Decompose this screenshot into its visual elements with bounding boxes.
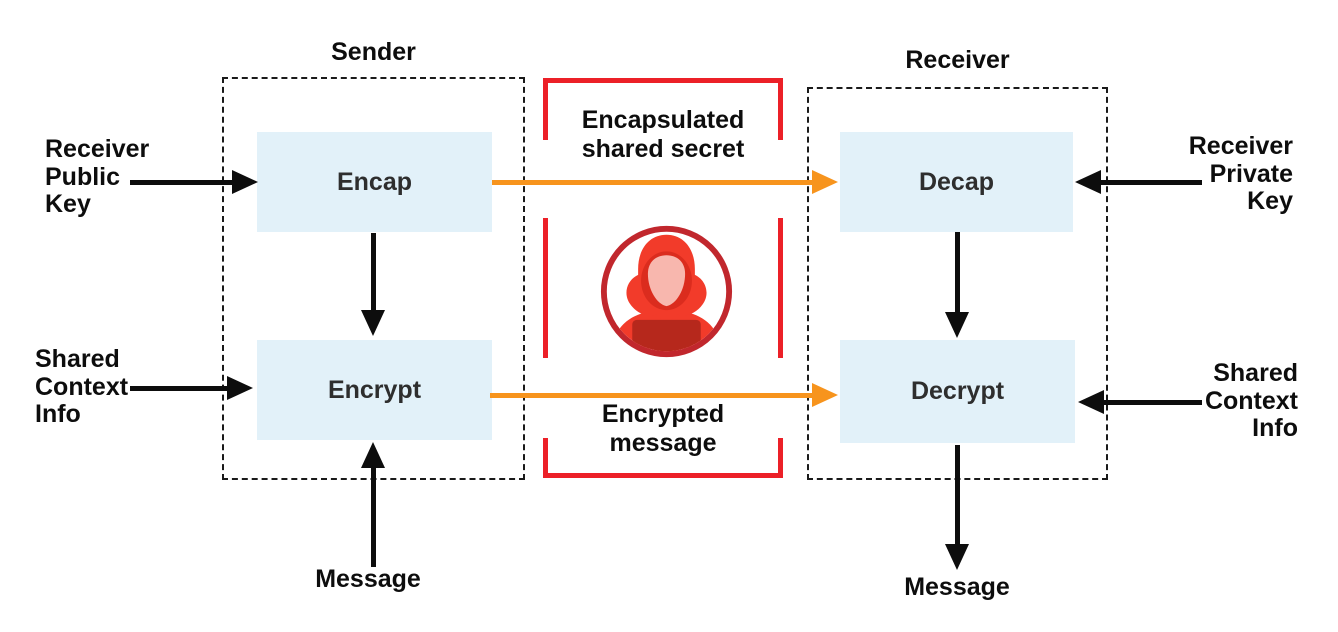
arrow-shaft: [130, 386, 229, 391]
arrow-shaft: [371, 233, 376, 312]
arrow-shaft: [130, 180, 234, 185]
arrow-head: [1078, 390, 1104, 414]
encap-box: Encap: [257, 132, 492, 232]
message-out-label: Message: [904, 573, 1010, 601]
arrow-head: [812, 170, 838, 194]
arrow-shaft: [492, 180, 814, 185]
decap-box: Decap: [840, 132, 1073, 232]
encrypt-box: Encrypt: [257, 340, 492, 440]
encrypted-message-label: Encrypted message: [601, 400, 725, 457]
shared-context-info-left-label: Shared Context Info: [35, 345, 129, 428]
arrow-head: [945, 544, 969, 570]
hacker-icon: [600, 225, 733, 358]
arrow-head: [812, 383, 838, 407]
bracket-top-line: [543, 78, 783, 83]
sender-title: Sender: [331, 38, 416, 66]
bracket-bottom-left: [543, 438, 548, 478]
shared-context-info-right-label: Shared Context Info: [1204, 359, 1298, 442]
bracket-bottom-right: [778, 438, 783, 478]
arrow-head: [361, 310, 385, 336]
decrypt-box: Decrypt: [840, 340, 1075, 443]
receiver-private-key-label: Receiver Private Key: [1188, 132, 1293, 215]
bracket-top-right: [778, 78, 783, 140]
receiver-title: Receiver: [905, 46, 1010, 74]
receiver-public-key-label: Receiver Public Key: [45, 135, 150, 218]
arrow-shaft: [371, 466, 376, 567]
bracket-bottom-line: [543, 473, 783, 478]
bracket-mid-left: [543, 218, 548, 358]
arrow-shaft: [955, 232, 960, 312]
arrow-shaft: [1102, 400, 1202, 405]
message-in-label: Message: [315, 565, 421, 593]
arrow-shaft: [490, 393, 814, 398]
arrow-head: [361, 442, 385, 468]
encapsulated-shared-secret-label: Encapsulated shared secret: [581, 106, 745, 163]
arrow-head: [945, 312, 969, 338]
arrow-shaft: [1099, 180, 1202, 185]
arrow-head: [227, 376, 253, 400]
arrow-head: [232, 170, 258, 194]
arrow-head: [1075, 170, 1101, 194]
bracket-mid-right: [778, 218, 783, 358]
bracket-top-left: [543, 78, 548, 140]
arrow-shaft: [955, 445, 960, 546]
